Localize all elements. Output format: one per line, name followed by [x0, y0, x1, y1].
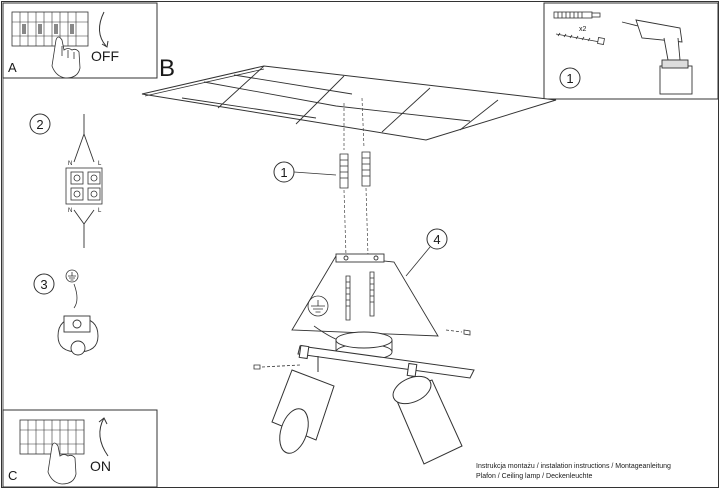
- footer-line-1: Instrukcja montażu / instalation instruc…: [476, 463, 671, 470]
- spotlight-right: [392, 375, 463, 465]
- step-2-wiring: 2 N L N L: [29, 113, 103, 248]
- drill-guide-lines: [343, 187, 369, 257]
- wall-plug-icon: [553, 11, 601, 19]
- lamp-bar: [297, 344, 475, 379]
- wire-n-top: N: [68, 161, 72, 167]
- panel-a-switch-off: A OFF: [2, 2, 158, 79]
- footer-line-2: Plafon / Ceiling lamp / Deckenleuchte: [476, 473, 593, 480]
- spotlight-left: [271, 356, 335, 454]
- panel-a-letter: A: [8, 60, 17, 75]
- arrow-up-icon: [99, 417, 109, 457]
- drill-icon: [621, 19, 693, 95]
- fuse-box-icon: [11, 11, 89, 47]
- wire-l-top: L: [98, 161, 102, 167]
- step-3-number: 3: [40, 277, 47, 292]
- wire-l-bottom: L: [98, 208, 102, 214]
- hand-icon: [47, 442, 77, 485]
- step-4-number: 4: [433, 232, 440, 247]
- step-3-ground: 3: [33, 269, 99, 356]
- panel-tools: x2 1: [543, 2, 719, 100]
- mounting-holes: [343, 97, 365, 150]
- mounting-screws-icon: [345, 271, 375, 321]
- ground-terminal-icon: [57, 315, 99, 356]
- ground-symbol-icon: [65, 269, 79, 283]
- step-tools-number: 1: [566, 71, 573, 86]
- panel-c-letter: C: [8, 468, 17, 483]
- switch-on-label: ON: [90, 458, 111, 474]
- ground-symbol-icon: [307, 295, 329, 317]
- ceiling-panel: [141, 65, 557, 141]
- arrow-down-icon: [99, 11, 107, 47]
- screw-icon: [555, 32, 605, 45]
- canopy-cover: [291, 253, 439, 337]
- wire-icon: [73, 114, 95, 248]
- wall-plugs-icon: [339, 151, 371, 189]
- step-1-number: 1: [280, 165, 287, 180]
- quantity-label: x2: [579, 26, 587, 33]
- footer-caption: Instrukcja montażu / instalation instruc…: [476, 462, 671, 482]
- switch-off-label: OFF: [91, 48, 119, 64]
- panel-c-switch-on: C ON: [2, 409, 158, 488]
- panel-b-letter: B: [159, 55, 175, 82]
- terminal-block-icon: [65, 167, 103, 205]
- side-screw-right-icon: [445, 329, 471, 336]
- step-2-number: 2: [36, 117, 43, 132]
- side-screw-left-icon: [253, 364, 301, 370]
- wire-n-bottom: N: [68, 208, 72, 214]
- hand-icon: [51, 36, 81, 79]
